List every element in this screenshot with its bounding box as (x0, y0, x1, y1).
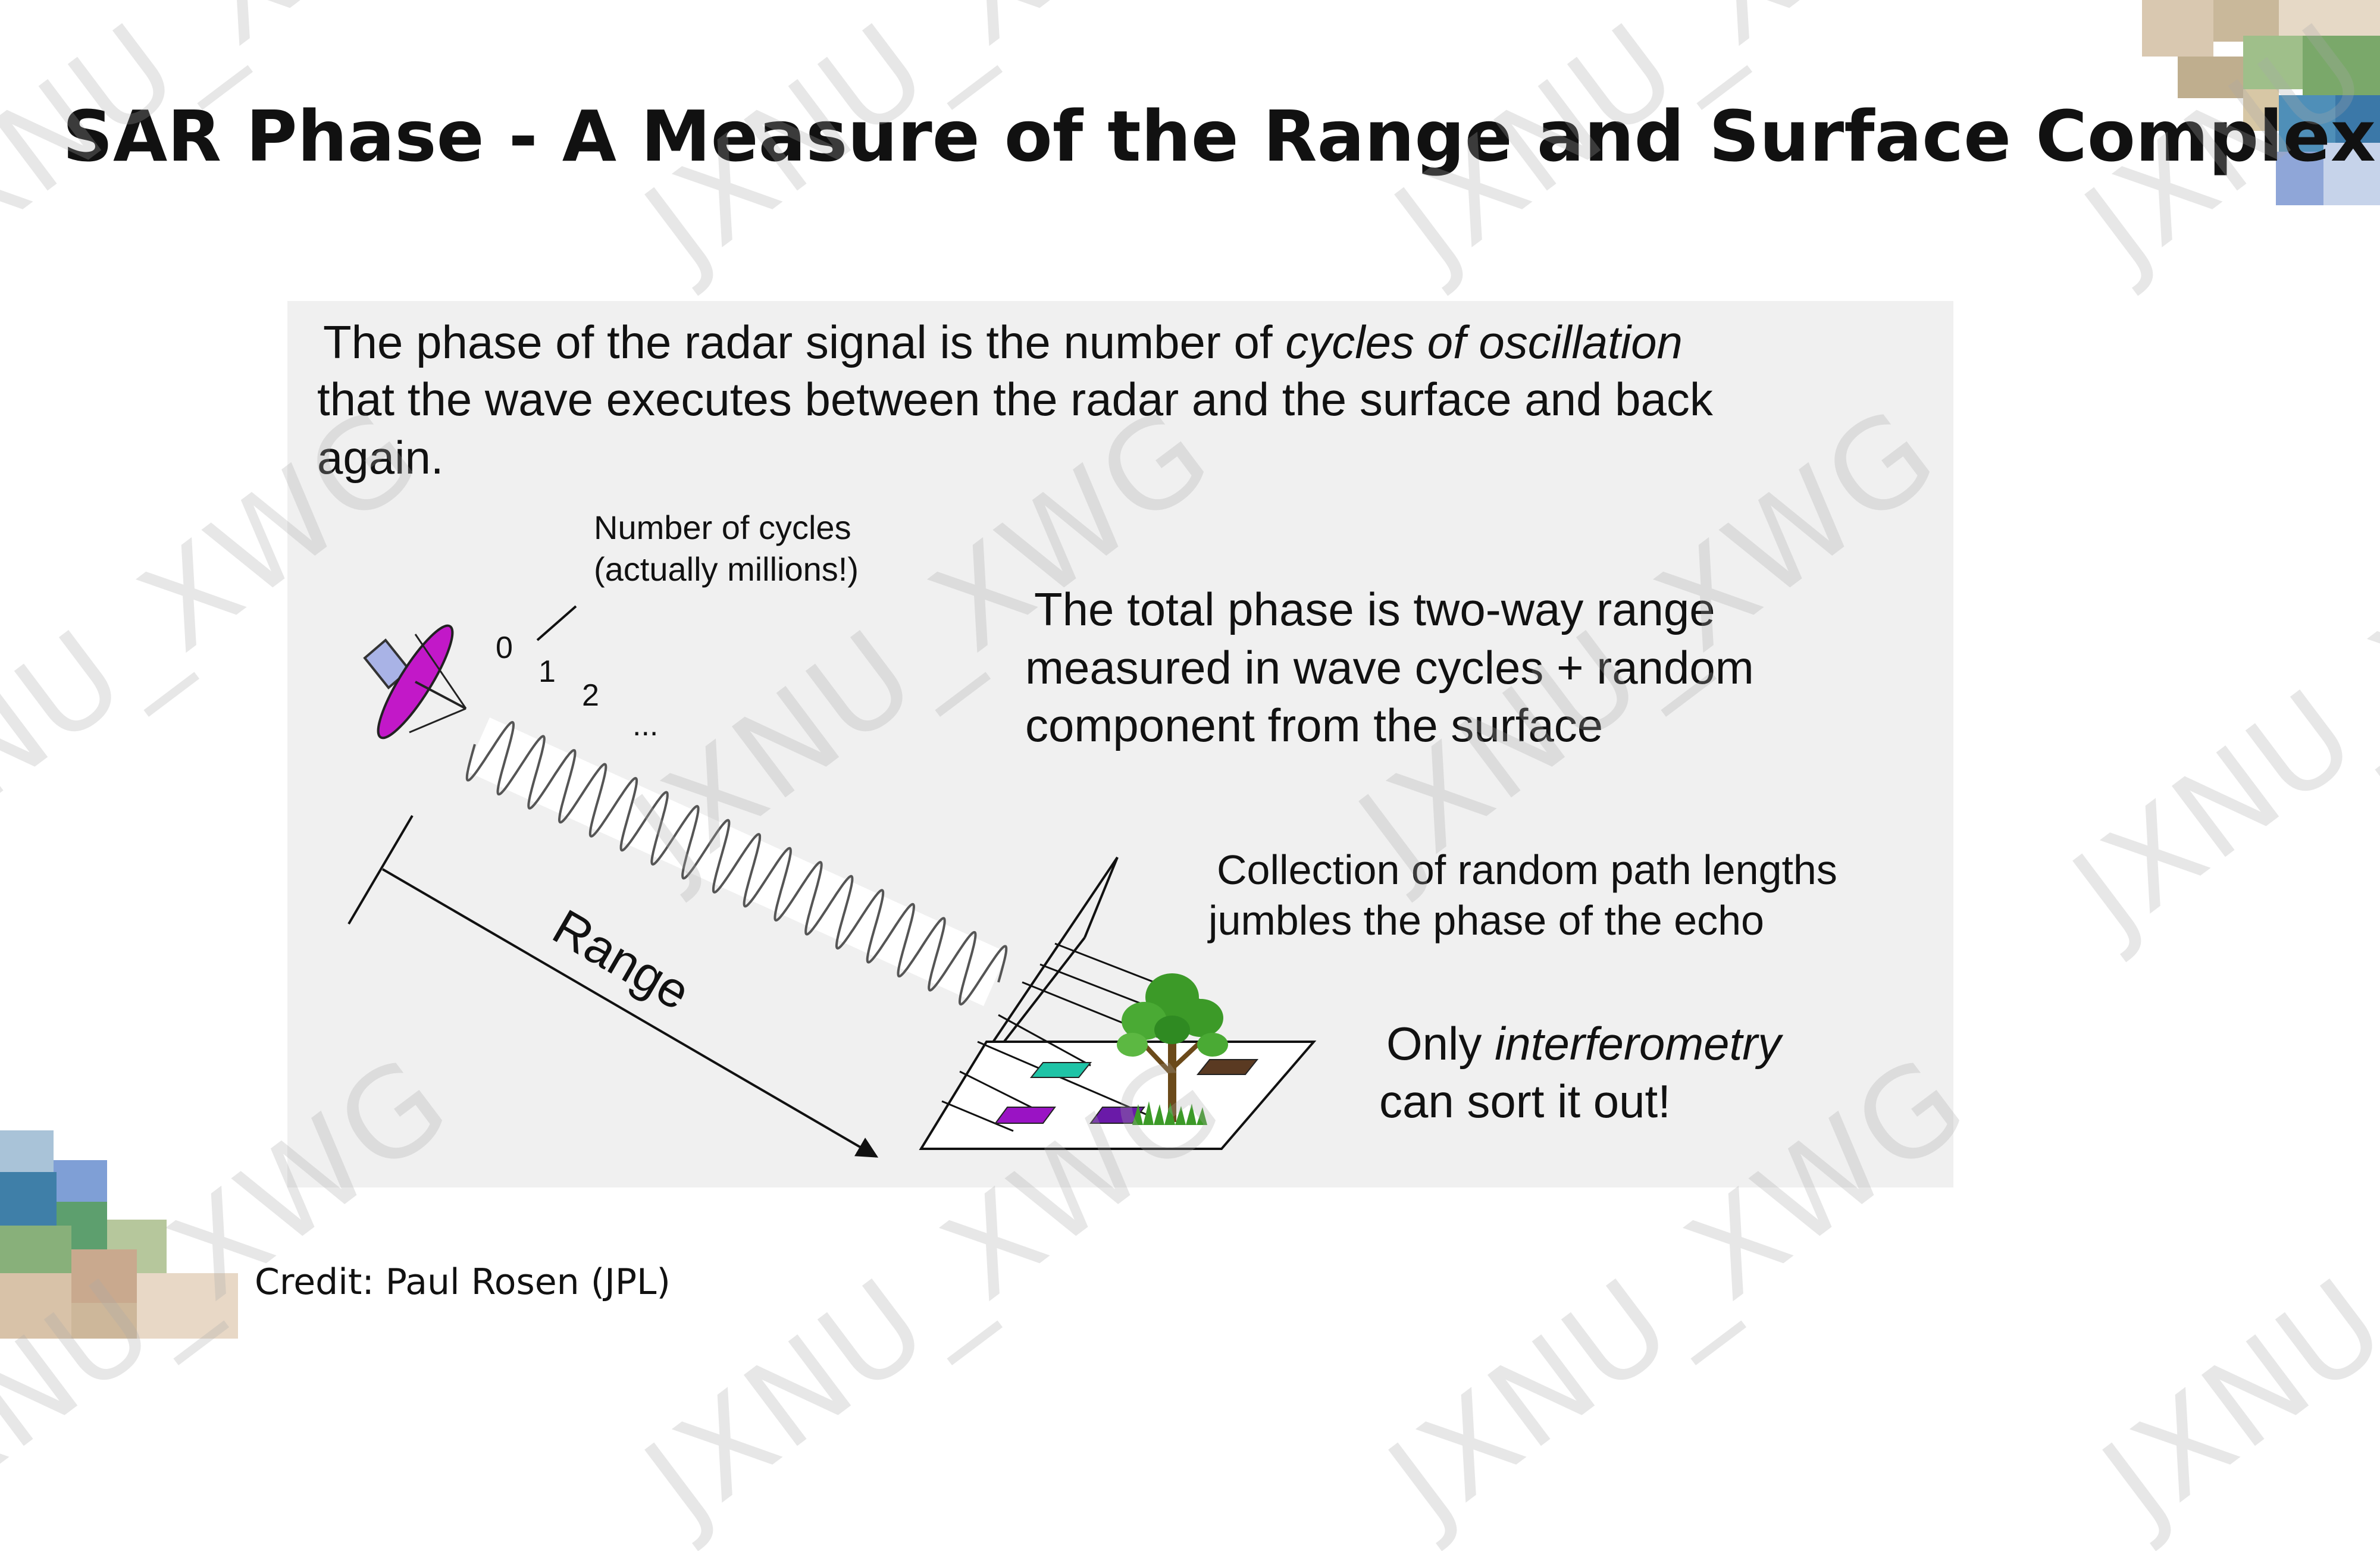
watermark: JXNU_XWG (2049, 440, 2380, 963)
total-phase-line3: component from the surface (1025, 699, 1603, 751)
total-phase-line1: The total phase is two-way range (1034, 583, 1715, 635)
range-arrow (381, 868, 879, 1158)
corner-mosaic-top-right (2142, 0, 2380, 205)
page-title: SAR Phase - A Measure of the Range and S… (62, 95, 2380, 177)
collection-line2: jumbles the phase of the echo (1207, 897, 1764, 944)
intro-text-line1: The phase of the radar signal is the num… (323, 316, 1683, 368)
range-label: Range (544, 898, 699, 1020)
radar-wave (465, 720, 1008, 1006)
corner-mosaic-bottom-left (0, 1130, 238, 1339)
diagram-panel: The phase of the radar signal is the num… (287, 301, 1953, 1187)
ground-patch-brown (1196, 1059, 1259, 1075)
range-tick (347, 814, 414, 925)
credit-text: Credit: Paul Rosen (JPL) (255, 1261, 671, 1303)
cycles-note-line1: Number of cycles (594, 509, 851, 546)
watermark: JXNU_XWG (2078, 1029, 2380, 1551)
interferometry-line1: Only interferometry (1386, 1017, 1783, 1070)
radar-antenna (363, 624, 467, 740)
tree-icon (1117, 973, 1228, 1125)
intro-text-line2: that the wave executes between the radar… (317, 373, 1714, 425)
sar-phase-diagram: The phase of the radar signal is the num… (317, 316, 1837, 1158)
ground-patch-purple (1089, 1107, 1145, 1124)
cycle-label: 1 (538, 654, 556, 689)
cycles-note-line2: (actually millions!) (594, 550, 859, 588)
intro-text-line3: again. (317, 431, 444, 484)
collection-line1: Collection of random path lengths (1217, 847, 1837, 893)
cycle-label: 2 (582, 678, 599, 713)
cycle-label: ... (632, 708, 658, 742)
total-phase-line2: measured in wave cycles + random (1025, 641, 1754, 694)
interferometry-line2: can sort it out! (1379, 1075, 1671, 1127)
ground-patch-purple (994, 1107, 1056, 1124)
cycle-label: 0 (496, 631, 513, 665)
ground-patch-teal (1029, 1062, 1092, 1078)
cycles-pointer-line (536, 605, 577, 641)
